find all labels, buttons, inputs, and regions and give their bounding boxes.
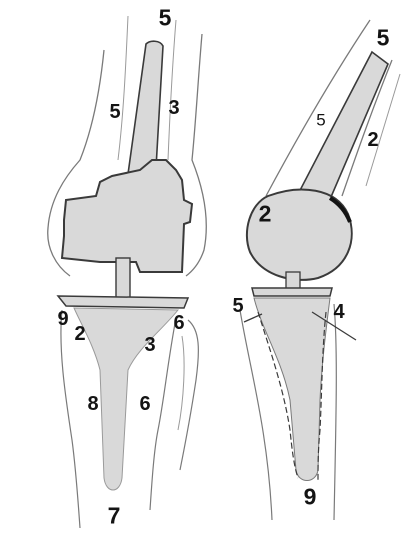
frontal-femoral-component <box>62 160 192 272</box>
frontal-label-tibia-shaft-left: 8 <box>87 394 98 414</box>
lateral-label-condyle: 2 <box>259 203 272 226</box>
lateral-tick-left <box>244 314 262 322</box>
lateral-label-femur-top: 5 <box>377 27 390 50</box>
frontal-label-femur-left: 5 <box>109 102 120 122</box>
frontal-femoral-stem <box>128 41 163 174</box>
frontal-label-tibia-left-b: 2 <box>74 324 85 344</box>
frontal-femur-inner-line <box>118 16 128 160</box>
frontal-tibial-tray <box>58 296 188 308</box>
lateral-tibial-tray <box>252 288 332 296</box>
frontal-femur-inner-line-2 <box>168 20 176 160</box>
lateral-tibial-stem <box>254 298 330 481</box>
frontal-view <box>48 16 207 528</box>
lateral-view <box>240 20 400 520</box>
frontal-label-tibia-right: 6 <box>173 313 184 333</box>
frontal-label-femur-stem: 3 <box>168 98 179 118</box>
lateral-label-femur-upper: 5 <box>316 112 325 129</box>
frontal-label-tibia-shaft-right: 6 <box>139 394 150 414</box>
frontal-femur-outline-right <box>186 34 206 276</box>
frontal-label-tibia-tip: 7 <box>108 505 121 528</box>
lateral-femoral-stem <box>296 52 388 204</box>
lateral-label-plateau-right: 4 <box>333 302 344 322</box>
lateral-label-femur-right: 2 <box>367 130 378 150</box>
lateral-tibia-outline-right <box>334 304 336 520</box>
lateral-label-plateau-left: 5 <box>232 296 243 316</box>
lateral-label-tibia-bottom: 9 <box>304 486 317 509</box>
frontal-label-tibia-mid: 3 <box>144 335 155 355</box>
frontal-post <box>116 258 130 298</box>
frontal-fibula-inner <box>178 336 184 430</box>
frontal-label-tibia-left-a: 9 <box>57 309 68 329</box>
frontal-label-femur-top: 5 <box>159 7 172 30</box>
